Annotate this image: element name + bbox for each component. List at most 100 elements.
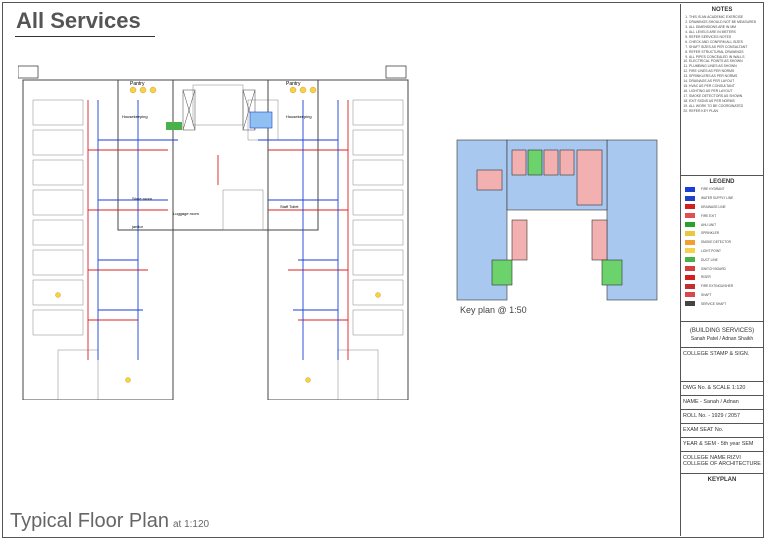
legend-item: FIRE EXIT	[681, 211, 763, 220]
legend-label: FIRE EXTINGUISHER	[701, 284, 734, 289]
label-staff-toilet: Staff Toilet	[280, 204, 299, 209]
legend-item: SHAFT	[681, 291, 763, 300]
stamp-title-box: (BUILDING SERVICES) Sanah Patel / Adnan …	[681, 322, 763, 348]
college-box: COLLEGE NAME RIZVI COLLEGE OF ARCHITECTU…	[681, 452, 763, 474]
legend-list: FIRE HYDRANT WATER SUPPLY LINE DRAINAGE LI…	[681, 185, 763, 308]
label-pantry-left: Pantry	[130, 81, 145, 87]
year-box: YEAR & SEM - 5th year SEM	[681, 438, 763, 452]
note-item: ALL WORK TO BE COORDINATED	[689, 104, 761, 109]
legend-label: SPRINKLER	[701, 231, 720, 236]
legend-label: LIGHT POINT	[701, 248, 721, 253]
label-pantry-right: Pantry	[286, 81, 301, 87]
roll-box: ROLL No. - 1929 / 2057	[681, 410, 763, 424]
exam-box: EXAM SEAT No.	[681, 424, 763, 438]
legend-symbol-icon	[685, 195, 695, 201]
note-item: ALL LEVELS ARE IN METERS	[689, 30, 761, 35]
legend-symbol-icon	[685, 186, 695, 192]
legend-heading: LEGEND	[709, 179, 735, 185]
dwg-scale: DWG No. & SCALE 1:120	[683, 385, 746, 391]
note-item: SHAFT SIZES AS PER CONSULTANT	[689, 45, 761, 50]
note-item: DRAWINGS SHOULD NOT BE MEASURED	[689, 20, 761, 25]
title-underline	[15, 36, 155, 37]
floor-plan: Pantry Pantry Housekeeping Housekeeping …	[18, 65, 409, 400]
legend-label: SHAFT	[701, 292, 712, 297]
stamp-name: Sanah Patel / Adnan Shaikh	[690, 336, 754, 342]
note-item: REFER SERVICES NOTES	[689, 35, 761, 40]
name-box: NAME - Sanah / Adnan	[681, 396, 763, 410]
legend-label: FIRE HYDRANT	[701, 187, 725, 192]
legend-item: DUCT LINE	[681, 255, 763, 264]
student-name: NAME - Sanah / Adnan	[683, 399, 739, 405]
label-janitor: janitor	[131, 224, 144, 229]
keyplan-label: KEYPLAN	[707, 477, 737, 483]
note-item: SMOKE DETECTORS AS SHOWN	[689, 94, 761, 99]
label-housekeeping-right: Housekeeping	[286, 114, 312, 119]
legend-item: DRAINAGE LINE	[681, 203, 763, 212]
label-store-room: Store room	[132, 196, 152, 201]
legend-item: SERVICE SHAFT	[681, 299, 763, 308]
note-item: HVAC AS PER CONSULTANT	[689, 84, 761, 89]
note-item: ALL DIMENSIONS ARE IN MM	[689, 25, 761, 30]
legend-symbol-icon	[685, 230, 695, 236]
roll-number: ROLL No. - 1929 / 2057	[683, 413, 741, 419]
legend-item: FIRE HYDRANT	[681, 185, 763, 194]
label-housekeeping-left: Housekeeping	[122, 114, 148, 119]
key-plan-caption: Key plan @ 1:50	[460, 305, 527, 315]
legend-label: SWITCH BOARD	[701, 266, 726, 271]
note-item: CHECK AND CONFIRM ALL SIZES	[689, 40, 761, 45]
legend-symbol-icon	[685, 213, 695, 219]
legend-symbol-icon	[685, 222, 695, 228]
keyplan-box: KEYPLAN	[681, 474, 763, 536]
legend-item: AHU UNIT	[681, 220, 763, 229]
college-name: COLLEGE NAME RIZVI COLLEGE OF ARCHITECTU…	[683, 455, 761, 467]
note-item: THIS IS AN ACADEMIC EXERCISE	[689, 15, 761, 20]
note-item: REFER KEY PLAN	[689, 109, 761, 114]
notes-box: NOTES THIS IS AN ACADEMIC EXERCISEDRAWIN…	[681, 4, 763, 176]
legend-label: DRAINAGE LINE	[701, 204, 726, 209]
year-sem: YEAR & SEM - 5th year SEM	[683, 441, 754, 447]
note-item: SPRINKLERS AS PER NORMS	[689, 74, 761, 79]
legend-symbol-icon	[685, 257, 695, 263]
legend-label: FIRE EXIT	[701, 213, 717, 218]
legend-symbol-icon	[685, 283, 695, 289]
legend-item: WATER SUPPLY LINE	[681, 194, 763, 203]
exam-seat: EXAM SEAT No.	[683, 427, 724, 433]
college-stamp: COLLEGE STAMP & SIGN.	[683, 351, 750, 357]
legend-symbol-icon	[685, 248, 695, 254]
legend-label: RISER	[701, 275, 711, 280]
note-item: REFER STRUCTURAL DRAWINGS	[689, 50, 761, 55]
notes-heading: NOTES	[711, 7, 733, 13]
legend-label: AHU UNIT	[701, 222, 717, 227]
legend-item: SPRINKLER	[681, 229, 763, 238]
legend-label: SERVICE SHAFT	[701, 301, 727, 306]
legend-label: WATER SUPPLY LINE	[701, 196, 734, 201]
legend-symbol-icon	[685, 266, 695, 272]
note-item: ELECTRICAL POINTS AS SHOWN	[689, 59, 761, 64]
college-stamp-box: COLLEGE STAMP & SIGN.	[681, 348, 763, 382]
legend-symbol-icon	[685, 204, 695, 210]
note-item: LIGHTING AS PER LAYOUT	[689, 89, 761, 94]
legend-item: FIRE EXTINGUISHER	[681, 282, 763, 291]
key-plan	[456, 139, 658, 301]
note-item: FIRE LINES AS PER NORMS	[689, 69, 761, 74]
legend-label: DUCT LINE	[701, 257, 718, 262]
page-title: All Services	[16, 8, 141, 33]
legend-item: SWITCH BOARD	[681, 264, 763, 273]
title-block: NOTES THIS IS AN ACADEMIC EXERCISEDRAWIN…	[680, 4, 763, 536]
note-item: DRAINAGE AS PER LAYOUT	[689, 79, 761, 84]
legend-label: SMOKE DETECTOR	[701, 240, 731, 245]
legend-item: RISER	[681, 273, 763, 282]
label-luggage-room: Luggage room	[173, 211, 199, 216]
note-item: ALL PIPES CONCEALED IN WALLS	[689, 55, 761, 60]
drawing-title-text: Typical Floor Plan	[10, 510, 169, 532]
legend-symbol-icon	[685, 274, 695, 280]
legend-item: SMOKE DETECTOR	[681, 238, 763, 247]
note-item: EXIT SIGNS AS PER NORMS	[689, 99, 761, 104]
notes-list: THIS IS AN ACADEMIC EXERCISEDRAWINGS SHO…	[689, 15, 761, 114]
legend-symbol-icon	[685, 239, 695, 245]
stamp-title: (BUILDING SERVICES)	[689, 328, 755, 334]
note-item: PLUMBING LINES AS SHOWN	[689, 64, 761, 69]
legend-symbol-icon	[685, 292, 695, 298]
